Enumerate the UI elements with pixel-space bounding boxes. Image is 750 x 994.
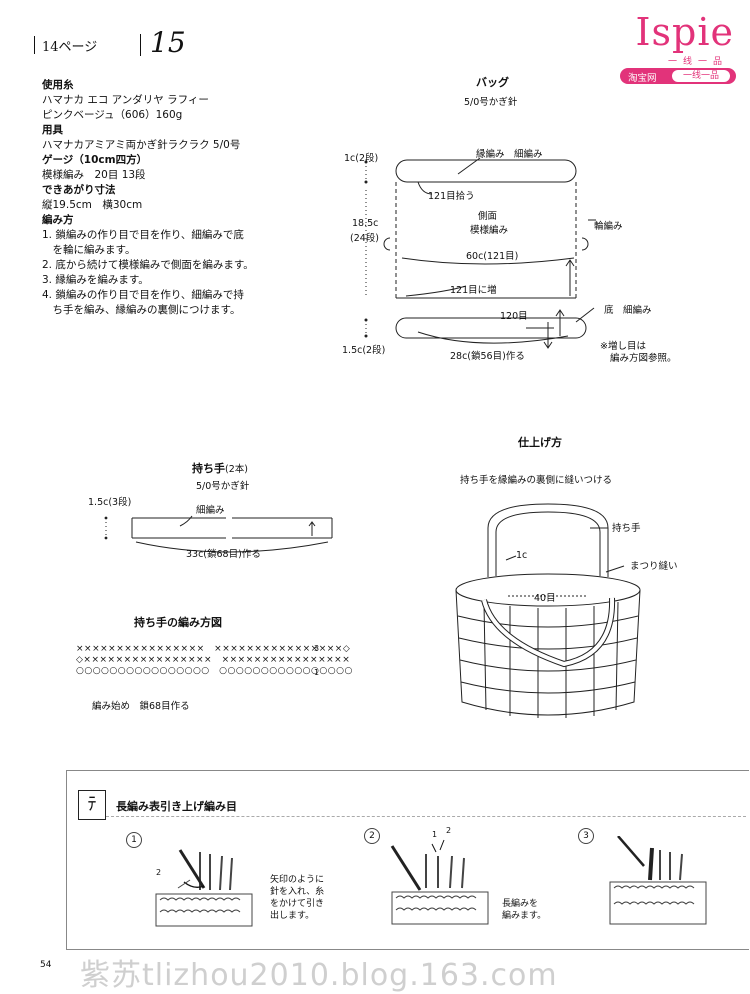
circumference-label: 60c(121目)	[466, 251, 519, 262]
handle-count: (2本)	[225, 464, 248, 475]
step1-illustration	[155, 849, 253, 927]
step1-text: 矢印のように 針を入れ、糸 をかけて引き 出します。	[270, 874, 324, 922]
handle-chart-title: 持ち手の編み方図	[134, 616, 222, 629]
step2-number: 2	[364, 828, 380, 844]
brand-logo: Ispie	[635, 10, 734, 54]
tools-heading: 用具	[42, 124, 63, 136]
spec-block: 使用糸 ハマナカ エコ アンダリヤ ラフィー ピンクベージュ（606）160g …	[42, 78, 254, 318]
finishing-offset: 1c	[516, 550, 528, 561]
base-label: 底 細編み	[604, 305, 652, 316]
page-number: 54	[40, 960, 52, 970]
step2-line: 長編みを	[502, 899, 539, 909]
finishing-instruction: 持ち手を縁編みの裏側に縫いつける	[460, 475, 613, 486]
step-line: 4. 鎖編みの作り目で目を作り、細編みで持	[42, 289, 244, 301]
bag-hook: 5/0号かぎ針	[464, 97, 518, 108]
handle-stitch: 細編み	[196, 505, 225, 516]
pickup-label: 121目拾う	[428, 191, 475, 202]
technique-title: 長編み表引き上げ編み目	[116, 800, 237, 813]
ring-mark-right	[581, 237, 589, 251]
bag-title: バッグ	[476, 76, 509, 89]
step-line: 1. 鎖編みの作り目で目を作り、細編みで底	[42, 229, 244, 241]
handle-hook: 5/0号かぎ針	[196, 481, 250, 492]
side-stitch: 模様編み	[470, 225, 509, 236]
yarn-name: ハマナカ エコ アンダリヤ ラフィー	[42, 94, 209, 106]
handle-title-text: 持ち手	[192, 462, 225, 475]
bag-diagram	[364, 157, 596, 349]
gauge-heading: ゲージ（10cm四方）	[42, 154, 148, 166]
base-stitches: 120目	[500, 311, 528, 322]
chart-row-1-num: 1	[314, 668, 320, 677]
page-reference: 14ページ	[42, 40, 98, 55]
watermark-text: 紫苏tlizhou2010.blog.163.com	[80, 958, 558, 993]
yarn-color: ピンクベージュ（606）160g	[42, 109, 183, 121]
step1-arrow-2: 2	[156, 868, 162, 877]
height-rows: (24段)	[350, 233, 380, 244]
finishing-handle-label: 持ち手	[612, 523, 641, 534]
bag-rim-shape	[395, 159, 577, 183]
finishing-stitch-label: まつり縫い	[630, 561, 678, 572]
step1-number: 1	[126, 832, 142, 848]
chart-row-2: ◇×××××××××××××××× ××××××××××××××××	[76, 655, 351, 665]
method-heading: 編み方	[42, 214, 74, 226]
tools-text: ハマナカアミアミ両かぎ針ラクラク 5/0号	[42, 139, 241, 151]
handle-height: 1.5c(3段)	[88, 497, 132, 508]
step2-arrow-1: 1	[432, 830, 438, 839]
height-cm: 18.5c	[352, 218, 379, 229]
brand-tagline: 一线一品	[667, 57, 728, 67]
step-line: ち手を編み、縁編みの裏側につけます。	[42, 304, 241, 316]
step2-illustration	[390, 839, 489, 925]
technique-symbol: ﾃ	[87, 794, 97, 815]
step1-line: 矢印のように	[270, 875, 325, 885]
step2-arrow-2: 2	[446, 826, 452, 835]
step3-number: 3	[578, 828, 594, 844]
step1-line: 針を入れ、糸	[270, 887, 325, 897]
step2-text: 長編みを 編みます。	[502, 898, 546, 922]
finished-bag-drawing	[455, 503, 641, 718]
step2-line: 編みます。	[502, 911, 547, 921]
chart-row-3-num: 3	[314, 644, 320, 653]
finishing-title: 仕上げ方	[518, 436, 562, 449]
increase-note-2: 編み方図参照。	[610, 353, 677, 364]
base-chain: 28c(鎖56目)作る	[450, 351, 525, 362]
size-text: 縦19.5cm 横30cm	[42, 199, 143, 211]
technique-divider	[106, 816, 746, 817]
step-line: を輪に編みます。	[42, 244, 136, 256]
step1-line: をかけて引き	[270, 899, 325, 909]
band-left-text: 淘宝网	[628, 73, 657, 84]
brand-band: 淘宝网 一线一品	[620, 68, 736, 84]
header-bar-left	[34, 36, 35, 54]
technique-symbol-box: ﾃ	[78, 790, 106, 820]
pattern-number: 15	[150, 26, 186, 59]
base-oval	[395, 317, 587, 339]
ring-label: 輪編み	[594, 221, 623, 232]
technique-box	[66, 770, 749, 950]
handle-diagram	[104, 515, 333, 553]
size-heading: できあがり寸法	[42, 184, 116, 196]
edge-label: 縁編み 細編み	[476, 149, 543, 160]
handle-title: 持ち手(2本)	[192, 460, 248, 476]
step-line: 2. 底から続けて模様編みで側面を編みます。	[42, 259, 254, 271]
increase-note-1: ※増し目は	[600, 341, 646, 352]
ring-mark-left	[383, 237, 391, 251]
base-height: 1.5c(2段)	[342, 345, 386, 356]
handle-chart: ×××××××××××××××× ××××××××××××××××◇ ◇××××…	[76, 644, 353, 677]
finishing-gap: 40目	[534, 593, 556, 604]
handle-length: 33c(鎖68目)作る	[186, 549, 261, 560]
chart-start: 編み始め 鎖68目作る	[92, 701, 190, 712]
side-label: 側面	[478, 211, 498, 222]
increase-label: 121目に増	[450, 285, 497, 296]
edge-height: 1c(2段)	[344, 153, 379, 164]
yarn-heading: 使用糸	[42, 79, 74, 91]
chart-row-3: ×××××××××××××××× ××××××××××××××××◇	[76, 644, 351, 654]
step-line: 3. 縁編みを編みます。	[42, 274, 149, 286]
band-right-text: 一线一品	[672, 70, 730, 82]
step1-line: 出します。	[270, 911, 315, 921]
header-bar-mid	[140, 34, 141, 56]
chart-row-1: ○○○○○○○○○○○○○○○○ ○○○○○○○○○○○○○○○○	[76, 666, 353, 676]
gauge-text: 模様編み 20目 13段	[42, 169, 146, 181]
step3-illustration	[609, 836, 707, 925]
